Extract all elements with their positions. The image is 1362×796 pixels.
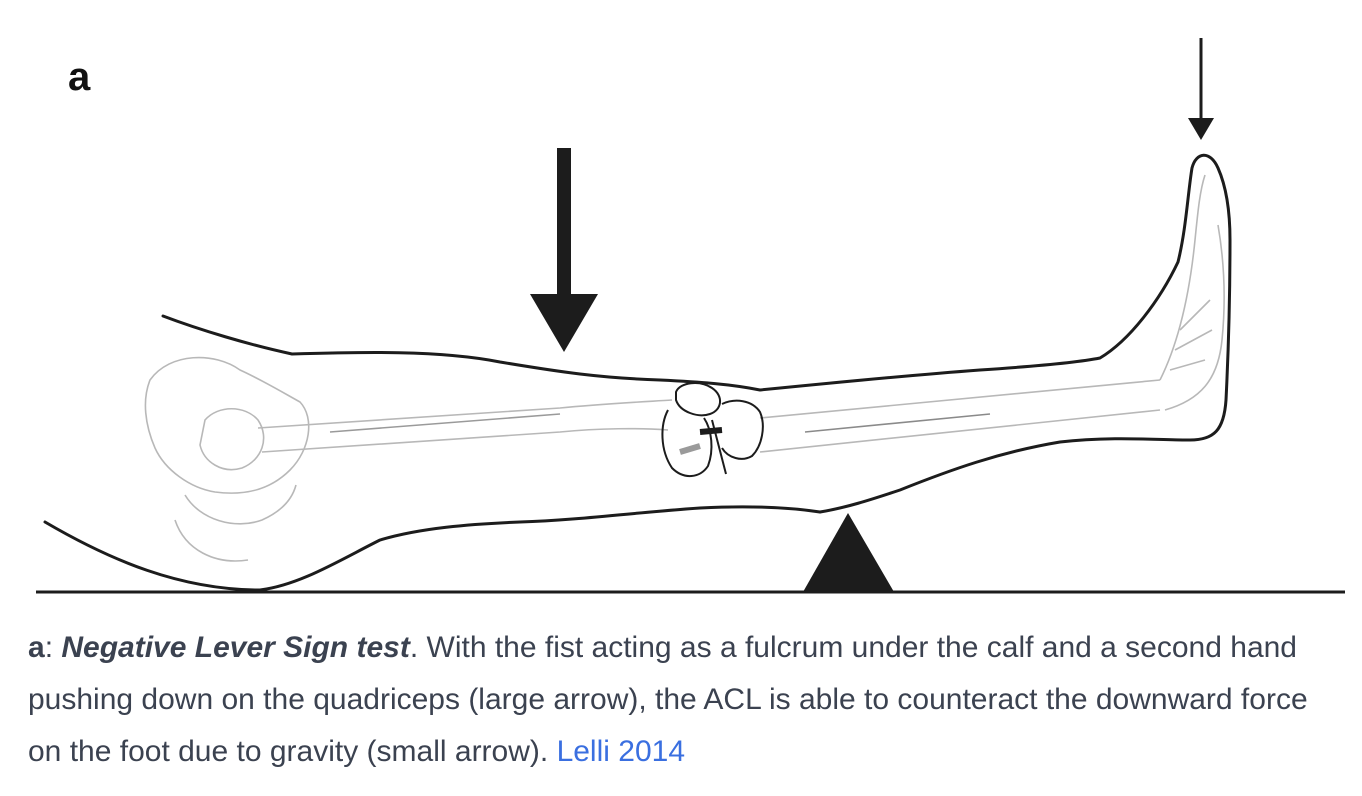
panel-label: a	[68, 55, 91, 99]
caption-colon: :	[44, 631, 62, 664]
figure-caption: a: Negative Lever Sign test. With the fi…	[28, 622, 1348, 778]
citation-link[interactable]: Lelli 2014	[556, 735, 685, 768]
fulcrum-triangle	[803, 513, 894, 592]
large-arrow	[530, 148, 598, 352]
leg-diagram: a	[36, 38, 1345, 594]
lever-sign-figure: a	[36, 38, 1345, 594]
bone-outlines	[144, 174, 1225, 562]
caption-label: a	[28, 631, 45, 664]
small-arrow	[1188, 38, 1214, 140]
caption-body: . With the fist acting as a fulcrum unde…	[28, 631, 1308, 768]
caption-title: Negative Lever Sign test	[61, 631, 410, 664]
leg-outline	[43, 153, 1232, 592]
knee-joint	[661, 382, 764, 477]
